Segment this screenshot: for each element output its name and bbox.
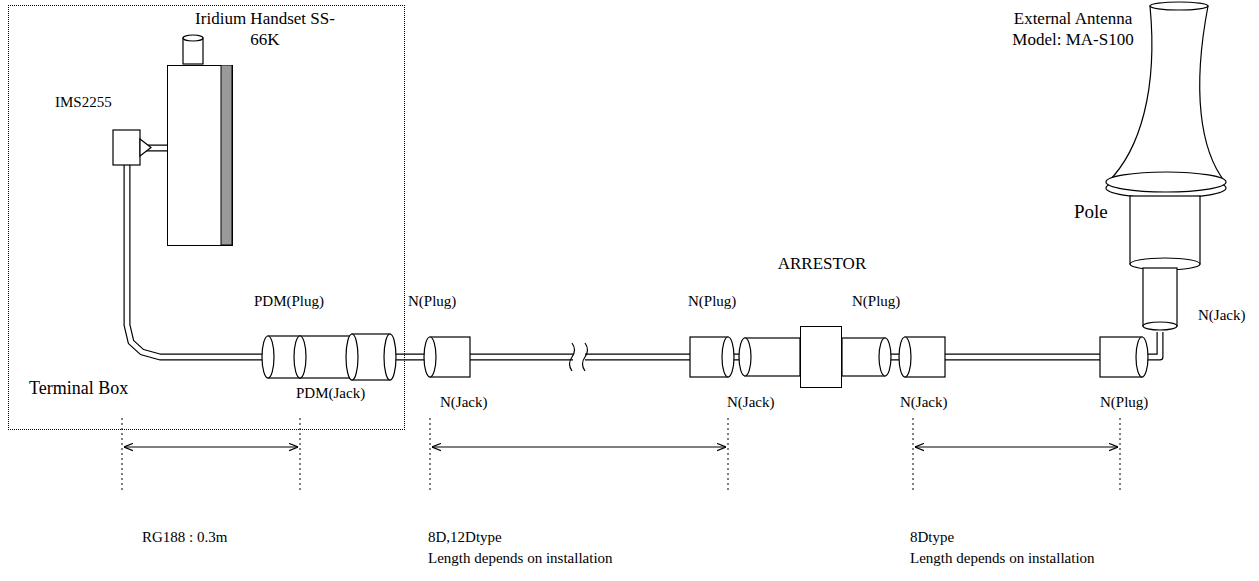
box-label: Terminal Box bbox=[29, 377, 128, 400]
dimension-label: 8D,12Dtype bbox=[428, 528, 502, 547]
part-label: N(Jack) bbox=[900, 393, 947, 412]
part-label: N(Jack) bbox=[727, 393, 774, 412]
n-jack bbox=[1143, 268, 1177, 326]
part-label: N(Jack) bbox=[440, 393, 487, 412]
n-plug bbox=[1100, 337, 1148, 377]
terminal-box: Iridium Handset SS-66K Terminal Box bbox=[8, 5, 405, 430]
part-label: PDM(Plug) bbox=[254, 292, 324, 311]
external-antenna: External Antenna Model: MA-S100 bbox=[1000, 0, 1240, 332]
pdm-jack bbox=[294, 336, 352, 378]
part-heading: Iridium Handset SS-66K bbox=[190, 8, 340, 51]
arrestor-box: ARRESTOR bbox=[800, 326, 842, 388]
n-jack bbox=[739, 338, 800, 376]
n-jack-end bbox=[1143, 322, 1177, 330]
part-label: N(Plug) bbox=[688, 292, 736, 311]
dimension-line bbox=[913, 418, 1120, 492]
antenna-top bbox=[1150, 2, 1208, 10]
part-label: N(Plug) bbox=[852, 292, 900, 311]
part-label: Pole bbox=[1074, 200, 1108, 224]
part-label: N(Plug) bbox=[408, 292, 456, 311]
part-heading: External Antenna Model: MA-S100 bbox=[1003, 8, 1143, 51]
n-jack bbox=[899, 337, 945, 377]
handset-body: Iridium Handset SS-66K bbox=[167, 65, 233, 246]
part-heading: ARRESTOR bbox=[778, 253, 867, 274]
dimension-label: 8Dtype bbox=[910, 528, 954, 547]
part-label: N(Plug) bbox=[1100, 393, 1148, 412]
n-jack bbox=[424, 337, 470, 377]
dimension-label: RG188 : 0.3m bbox=[142, 528, 227, 547]
antenna-drawing bbox=[1000, 0, 1240, 332]
dimension-label: Length depends on installation bbox=[910, 549, 1095, 568]
handset-antenna bbox=[183, 35, 203, 64]
part-label: IMS2255 bbox=[55, 93, 112, 112]
handset-shading bbox=[167, 65, 233, 246]
n-plug bbox=[842, 338, 891, 376]
dimension-label: Length depends on installation bbox=[428, 549, 613, 568]
dimension-line bbox=[430, 418, 728, 492]
antenna-flange bbox=[1106, 172, 1226, 192]
n-plug bbox=[690, 337, 734, 377]
n-plug-adapter bbox=[346, 334, 396, 380]
ims-connector bbox=[113, 130, 151, 165]
part-label: N(Jack) bbox=[1198, 306, 1245, 325]
pole bbox=[1130, 196, 1200, 264]
cable-break bbox=[570, 343, 588, 371]
part-label: PDM(Jack) bbox=[296, 384, 365, 403]
handset-side bbox=[221, 65, 232, 245]
